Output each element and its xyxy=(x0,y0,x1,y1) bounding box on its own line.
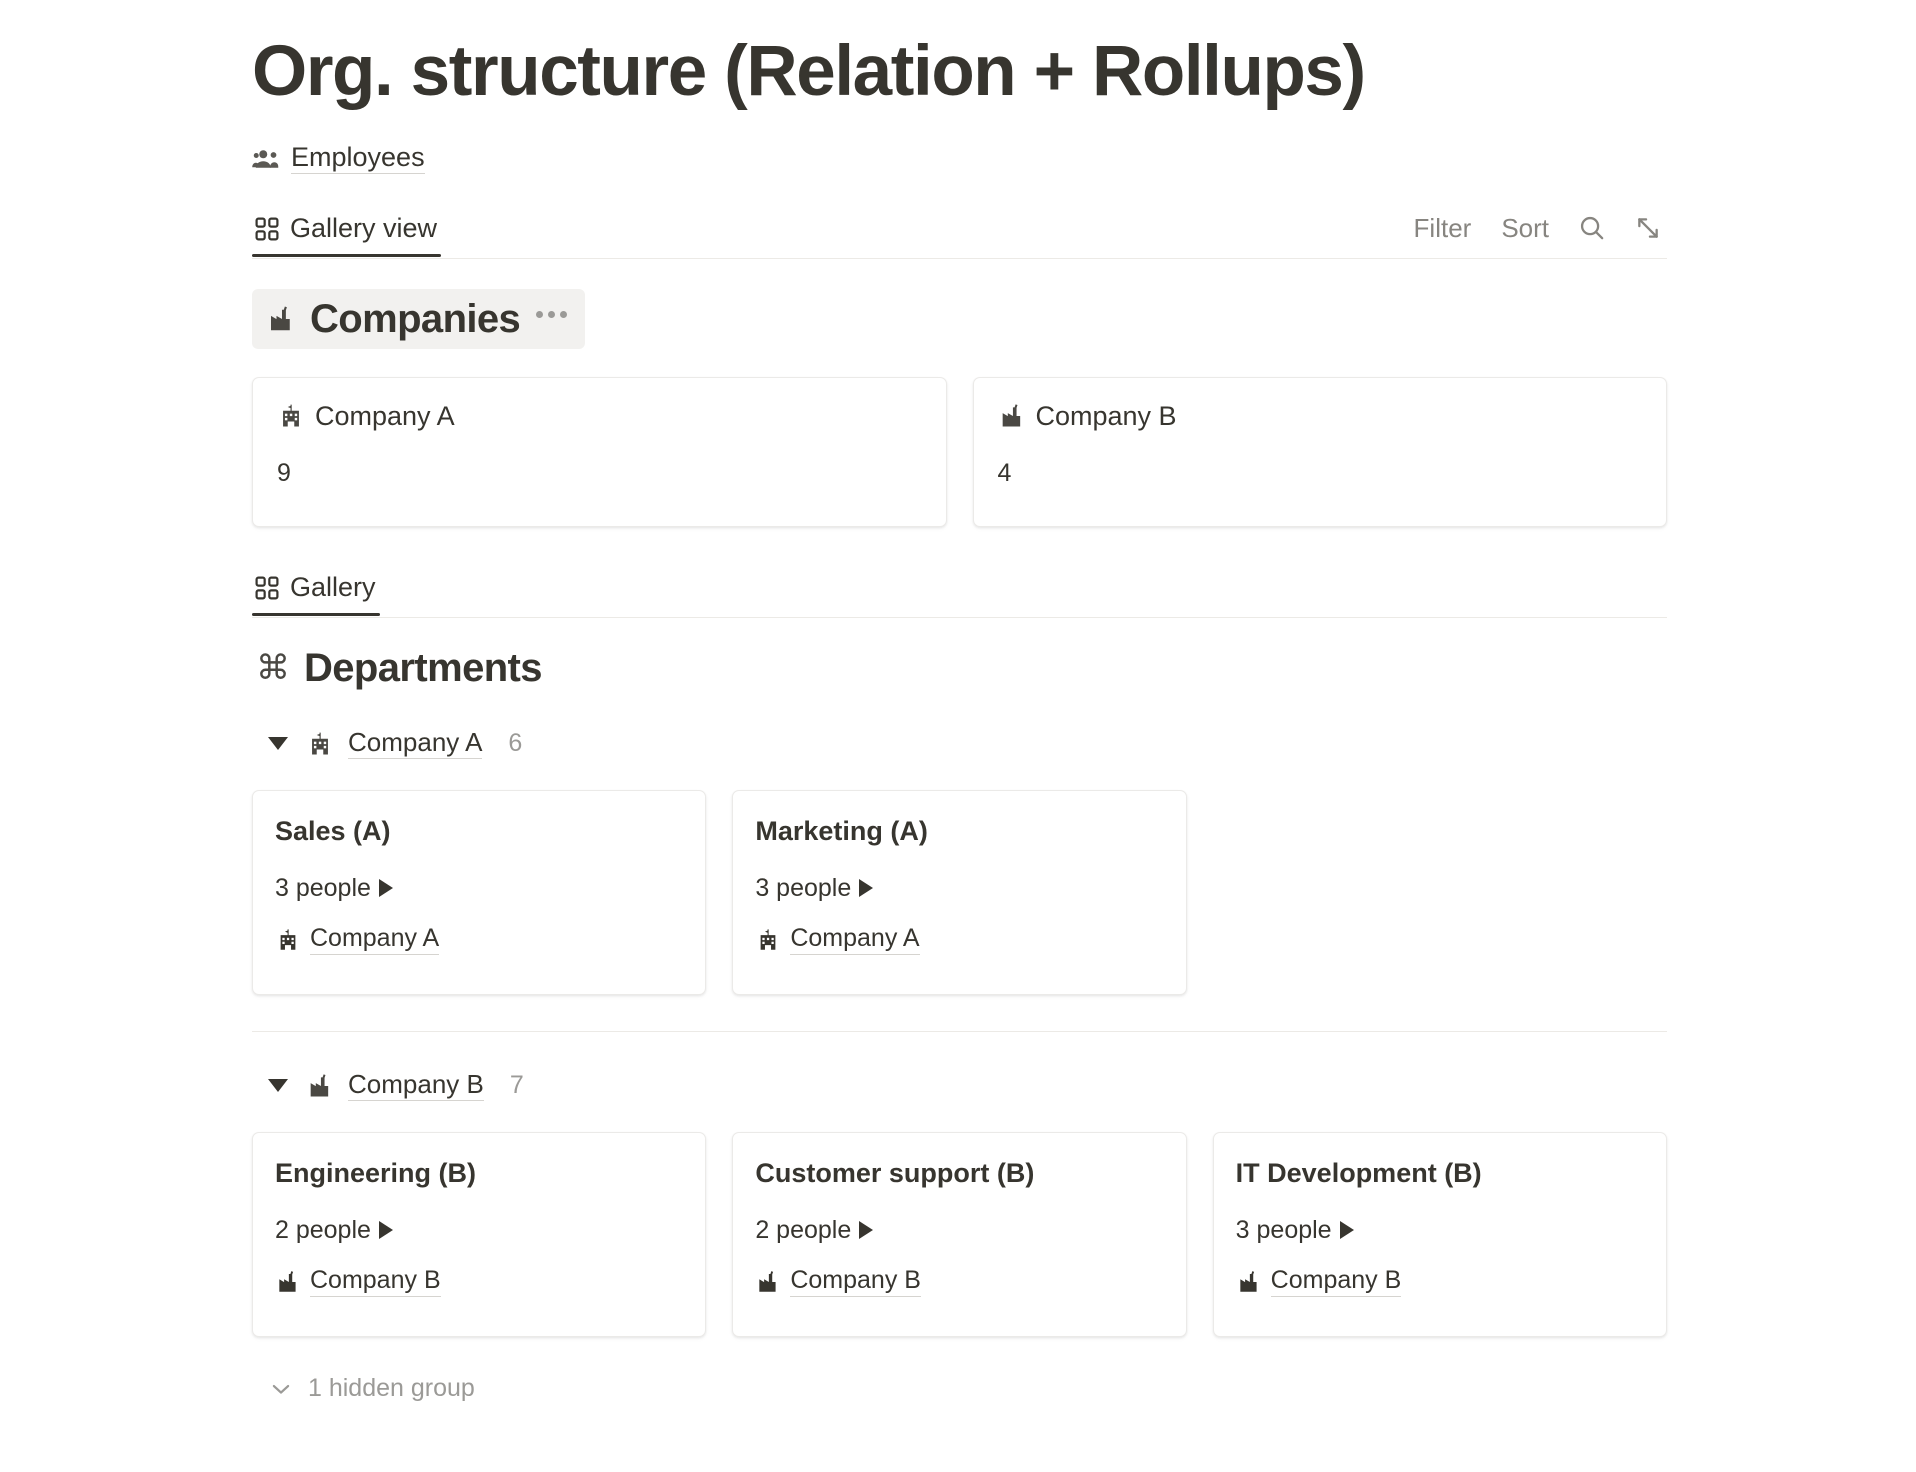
factory-icon xyxy=(306,1072,334,1100)
search-icon[interactable] xyxy=(1577,213,1607,243)
tab-gallery[interactable]: Gallery xyxy=(252,561,380,617)
view-tab-bar-top: Gallery view Filter Sort xyxy=(252,202,1667,259)
sort-button[interactable]: Sort xyxy=(1501,212,1549,243)
department-card-relation[interactable]: Company B xyxy=(755,1267,1163,1297)
department-card-title: Customer support (B) xyxy=(755,1157,1035,1188)
collapse-triangle-icon[interactable] xyxy=(268,1079,288,1093)
tab-gallery-view[interactable]: Gallery view xyxy=(252,202,442,258)
department-card-title: IT Development (B) xyxy=(1235,1157,1482,1188)
tab-gallery-view-label: Gallery view xyxy=(290,213,438,244)
expand-triangle-icon[interactable] xyxy=(378,1221,393,1240)
ellipsis-menu-icon[interactable] xyxy=(536,311,568,326)
school-building-icon xyxy=(306,730,334,758)
department-card-people-count: 3 people xyxy=(755,874,852,903)
department-card-grid: Engineering (B) 2 people Company B xyxy=(252,1131,1667,1337)
school-building-icon xyxy=(275,927,301,953)
company-card-title-row: Company A xyxy=(277,400,922,432)
department-card-relation-label: Company B xyxy=(310,1267,441,1297)
school-building-icon xyxy=(277,402,305,430)
department-card-people-count: 2 people xyxy=(275,1216,371,1245)
gallery-grid-icon xyxy=(254,575,280,601)
department-card[interactable]: Engineering (B) 2 people Company B xyxy=(252,1131,707,1337)
company-card-title-row: Company B xyxy=(998,400,1643,432)
department-card-people-rollup[interactable]: 2 people xyxy=(755,1215,1163,1245)
group-name[interactable]: Company A xyxy=(348,727,483,760)
factory-icon xyxy=(998,402,1026,430)
chevron-down-icon xyxy=(268,1376,294,1402)
factory-icon xyxy=(266,304,296,334)
hidden-group-label: 1 hidden group xyxy=(308,1373,475,1402)
empty-grid-cell xyxy=(1213,790,1667,995)
gallery-grid-icon xyxy=(254,216,280,242)
department-card[interactable]: IT Development (B) 3 people Company B xyxy=(1212,1131,1667,1337)
department-card-title: Marketing (A) xyxy=(755,815,928,846)
school-building-icon xyxy=(755,927,781,953)
department-card-people-count: 2 people xyxy=(755,1216,852,1245)
page-title: Org. structure (Relation + Rollups) xyxy=(252,32,1366,111)
factory-icon xyxy=(275,1269,301,1295)
companies-card-grid: Company A 9 Company B 4 xyxy=(252,376,1667,527)
group-divider xyxy=(252,1030,1667,1032)
tab-gallery-label: Gallery xyxy=(290,572,376,603)
companies-section-title: Companies xyxy=(310,296,521,341)
command-icon: ⌘ xyxy=(256,648,290,687)
expand-triangle-icon[interactable] xyxy=(859,1221,874,1240)
group-count: 7 xyxy=(509,1071,524,1100)
department-card-relation[interactable]: Company B xyxy=(1236,1267,1644,1297)
company-card-name: Company A xyxy=(315,400,455,431)
department-card-people-rollup[interactable]: 3 people xyxy=(755,873,1163,903)
departments-section-title: Departments xyxy=(304,645,543,690)
company-card[interactable]: Company B 4 xyxy=(972,376,1667,527)
hidden-group-toggle[interactable]: 1 hidden group xyxy=(252,1373,1672,1403)
departments-section-header[interactable]: ⌘ Departments xyxy=(252,646,1672,690)
department-card[interactable]: Sales (A) 3 people xyxy=(252,789,707,995)
department-card-relation-label: Company B xyxy=(790,1267,921,1297)
department-card-title: Engineering (B) xyxy=(275,1157,476,1188)
collapse-triangle-icon[interactable] xyxy=(268,737,288,751)
department-card-people-count: 3 people xyxy=(1235,1216,1332,1245)
department-card-people-count: 3 people xyxy=(275,874,371,903)
group-company-b: Company B 7 Engineering (B) 2 people xyxy=(252,1066,1672,1337)
company-card-rollup-value: 9 xyxy=(277,459,291,488)
department-card-title: Sales (A) xyxy=(275,815,391,846)
department-card-relation[interactable]: Company B xyxy=(275,1267,683,1297)
people-group-icon xyxy=(252,144,282,174)
department-card-grid: Sales (A) 3 people xyxy=(252,789,1667,995)
department-card[interactable]: Marketing (A) 3 people xyxy=(732,789,1187,995)
department-card[interactable]: Customer support (B) 2 people Company B xyxy=(732,1131,1187,1337)
page-content: Org. structure (Relation + Rollups) Empl… xyxy=(252,0,1672,1402)
source-database-label: Employees xyxy=(291,143,425,175)
company-card-rollup-value: 4 xyxy=(997,459,1012,488)
expand-arrows-icon[interactable] xyxy=(1633,213,1663,243)
department-card-relation-label: Company A xyxy=(310,925,440,955)
expand-triangle-icon[interactable] xyxy=(859,879,874,898)
company-card[interactable]: Company A 9 xyxy=(252,376,947,527)
group-header[interactable]: Company A 6 xyxy=(252,724,1672,764)
department-card-relation-label: Company A xyxy=(790,925,920,955)
filter-button[interactable]: Filter xyxy=(1413,212,1472,243)
view-tab-bar-bottom: Gallery xyxy=(252,561,1667,618)
expand-triangle-icon[interactable] xyxy=(1339,1221,1354,1240)
department-card-people-rollup[interactable]: 3 people xyxy=(275,873,683,903)
expand-triangle-icon[interactable] xyxy=(378,879,393,898)
department-card-relation[interactable]: Company A xyxy=(755,925,1163,955)
department-card-people-rollup[interactable]: 2 people xyxy=(275,1215,683,1245)
group-company-a: Company A 6 Sales (A) 3 people xyxy=(252,724,1672,995)
group-header[interactable]: Company B 7 xyxy=(252,1066,1672,1106)
view-bar-actions: Filter Sort xyxy=(1412,204,1663,252)
department-card-relation[interactable]: Company A xyxy=(275,925,683,955)
source-database-link[interactable]: Employees xyxy=(252,142,1672,176)
companies-section-header[interactable]: Companies xyxy=(252,288,586,349)
group-name[interactable]: Company B xyxy=(348,1069,484,1102)
department-card-relation-label: Company B xyxy=(1270,1267,1402,1297)
company-card-name: Company B xyxy=(1035,400,1177,431)
factory-icon xyxy=(1236,1269,1262,1295)
group-count: 6 xyxy=(508,729,523,758)
factory-icon xyxy=(755,1269,781,1295)
department-card-people-rollup[interactable]: 3 people xyxy=(1236,1215,1644,1245)
